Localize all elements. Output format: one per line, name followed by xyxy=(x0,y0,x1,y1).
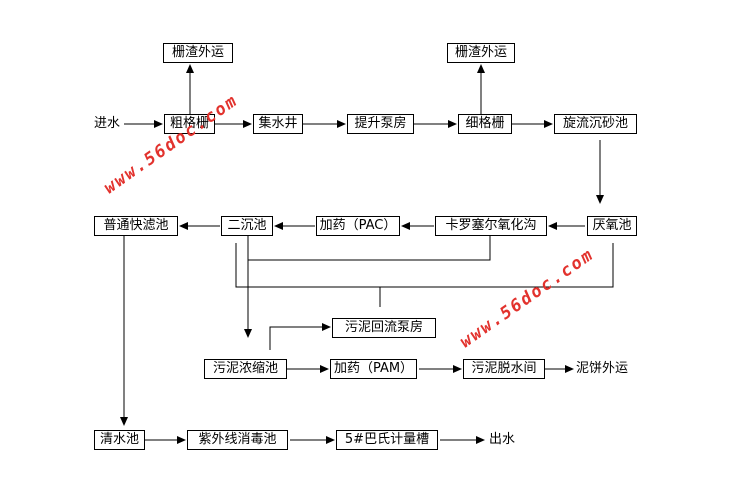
node-vortex-grit-chamber: 旋流沉砂池 xyxy=(554,114,637,134)
node-parshall-flume: 5#巴氏计量槽 xyxy=(336,430,438,450)
edge-return-to-anoxic xyxy=(380,243,614,288)
node-dose-pam: 加药（PAM） xyxy=(330,359,417,379)
node-cake-out: 泥饼外运 xyxy=(576,361,629,376)
node-return-sludge-pump: 污泥回流泵房 xyxy=(332,318,436,338)
node-rapid-filter: 普通快滤池 xyxy=(94,216,178,236)
edge-return-to-clarifier xyxy=(235,243,380,288)
node-clear-water-tank: 清水池 xyxy=(94,430,145,450)
node-dose-pac: 加药（PAC） xyxy=(316,216,400,236)
node-sludge-thickener: 污泥浓缩池 xyxy=(204,359,287,379)
node-carrousel-ditch: 卡罗塞尔氧化沟 xyxy=(435,216,547,236)
node-screen-residue-out-1: 栅渣外运 xyxy=(163,43,233,63)
node-inlet: 进水 xyxy=(94,116,121,131)
node-collection-well: 集水井 xyxy=(253,114,303,134)
edge-thickener-returnpump xyxy=(269,323,331,350)
node-anoxic-tank: 厌氧池 xyxy=(587,216,637,236)
node-fine-screen: 细格栅 xyxy=(458,114,512,134)
node-coarse-screen: 粗格栅 xyxy=(164,114,215,134)
node-sludge-dewatering: 污泥脱水间 xyxy=(463,359,545,379)
node-uv-disinfection: 紫外线消毒池 xyxy=(187,430,288,450)
node-secondary-clarifier: 二沉池 xyxy=(221,216,273,236)
node-lift-pump-house: 提升泵房 xyxy=(347,114,414,134)
edge-ditch-return-clarifier xyxy=(248,236,491,261)
node-screen-residue-out-2: 栅渣外运 xyxy=(447,43,515,63)
node-outlet: 出水 xyxy=(489,432,516,447)
